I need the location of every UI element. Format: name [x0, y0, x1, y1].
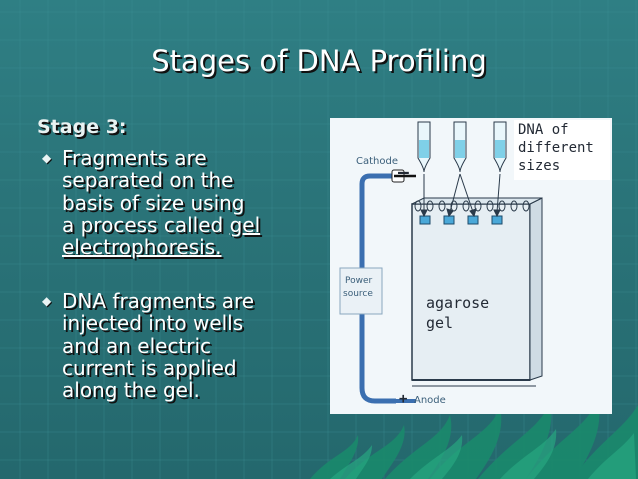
electrophoresis-link[interactable]: electrophoresis.: [62, 235, 222, 260]
apparatus-drawing: [339, 120, 610, 404]
gel-electrophoresis-figure: Cathode Power source – DNA of different …: [330, 118, 612, 414]
dna-label-2: different: [518, 140, 594, 156]
power-label-2: source: [343, 289, 373, 299]
bullet-diamond-icon: ◆: [42, 294, 52, 308]
slide-title: Stages of DNA Profiling: [151, 44, 487, 78]
dna-label-3: sizes: [518, 158, 561, 174]
gel-link[interactable]: gel: [229, 212, 261, 237]
bullet-diamond-icon: ◆: [42, 151, 52, 165]
agarose-label-1: agarose: [426, 294, 490, 312]
power-label-1: Power: [345, 276, 373, 286]
bullet-1-text-main: Fragments are separated on the basis of …: [62, 146, 245, 237]
dna-label-1: DNA of: [518, 122, 569, 138]
cathode-label: Cathode: [356, 156, 398, 167]
minus-label: –: [398, 162, 409, 183]
plus-label: +: [399, 391, 408, 407]
bullet-1-text: Fragments are separated on the basis of …: [62, 147, 322, 258]
agarose-label-2: gel: [426, 314, 454, 332]
anode-label: Anode: [414, 395, 446, 406]
bullet-2-text: DNA fragments are injected into wells an…: [62, 289, 255, 403]
wave-decoration: [310, 399, 638, 479]
stage-label: Stage 3:: [37, 116, 127, 138]
